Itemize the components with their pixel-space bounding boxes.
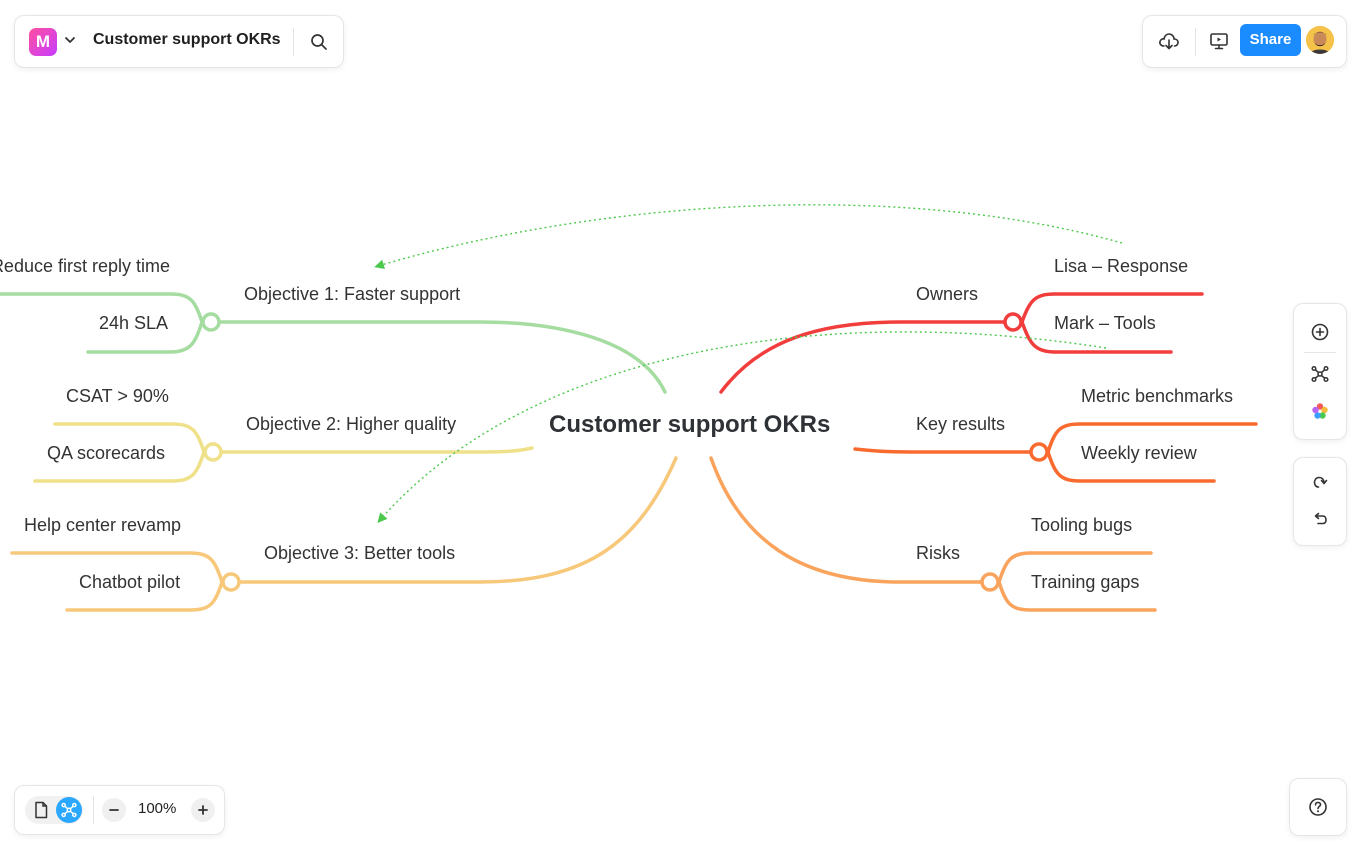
key-results-topic[interactable]: Key results (916, 414, 1006, 434)
subtopic-tooling-bugs[interactable]: Tooling bugs (1031, 515, 1133, 535)
objective-3-topic[interactable]: Objective 3: Better tools (264, 543, 456, 563)
mindmap-layout-icon[interactable] (1308, 362, 1332, 386)
subtopic-training-gaps[interactable]: Training gaps (1031, 572, 1140, 592)
right-toolbar (1293, 303, 1347, 440)
relation-arrow-tools-to-objective-3[interactable] (377, 331, 1107, 523)
color-theme-icon[interactable] (1308, 399, 1332, 423)
avatar[interactable] (1306, 26, 1334, 54)
mindmap-logo-icon[interactable]: M (29, 28, 57, 56)
risks-topic[interactable]: Risks (916, 543, 960, 563)
owners-topic[interactable]: Owners (916, 284, 979, 304)
branch-owners-lines (719, 292, 1204, 394)
objective-1-topic[interactable]: Objective 1: Faster support (244, 284, 461, 304)
subtopic-24h-sla[interactable]: 24h SLA (99, 313, 169, 333)
help-icon[interactable] (1306, 795, 1330, 819)
root-topic[interactable]: Customer support OKRs (549, 411, 831, 438)
chevron-down-icon[interactable] (63, 32, 77, 48)
divider (293, 28, 294, 56)
subtopic-csat[interactable]: CSAT > 90% (66, 386, 169, 406)
relation-arrow-owners-to-objective-1[interactable] (374, 204, 1123, 270)
outline-view-icon[interactable] (29, 798, 53, 822)
top-actions: Share (1142, 15, 1347, 68)
divider (93, 796, 94, 824)
document-title[interactable]: Customer support OKRs (93, 31, 281, 48)
presentation-icon[interactable] (1207, 29, 1231, 53)
divider (1195, 28, 1196, 56)
branch-risks-lines (709, 456, 1157, 612)
document-header: M Customer support OKRs (14, 15, 344, 68)
subtopic-reduce-first-reply-time[interactable]: Reduce first reply time (0, 256, 170, 276)
redo-icon[interactable] (1308, 470, 1332, 494)
subtopic-help-center-revamp[interactable]: Help center revamp (24, 515, 182, 535)
subtopic-lisa-response[interactable]: Lisa – Response (1054, 256, 1189, 276)
view-and-zoom-bar: 100% (14, 785, 225, 835)
branch-objective-2-lines (33, 422, 534, 483)
subtopic-mark-tools[interactable]: Mark – Tools (1054, 313, 1156, 333)
help-panel (1289, 778, 1347, 836)
objective-2-topic[interactable]: Objective 2: Higher quality (246, 414, 457, 434)
plus-icon[interactable] (191, 798, 215, 822)
history-toolbar (1293, 457, 1347, 546)
divider (1304, 352, 1336, 353)
minus-icon[interactable] (102, 798, 126, 822)
subtopic-weekly-review[interactable]: Weekly review (1081, 443, 1197, 463)
search-icon[interactable] (307, 30, 331, 54)
add-node-icon[interactable] (1308, 320, 1332, 344)
branch-key-results-lines (853, 422, 1258, 483)
share-button[interactable]: Share (1240, 24, 1301, 56)
branch-objective-1-lines (0, 292, 667, 394)
mindmap-view-icon[interactable] (56, 797, 82, 823)
undo-icon[interactable] (1308, 507, 1332, 531)
cloud-download-icon[interactable] (1157, 29, 1181, 53)
branch-objective-3-lines (10, 456, 678, 612)
subtopic-chatbot-pilot[interactable]: Chatbot pilot (79, 572, 181, 592)
subtopic-metric-benchmarks[interactable]: Metric benchmarks (1081, 386, 1234, 406)
zoom-level[interactable]: 100% (138, 800, 177, 817)
subtopic-qa-scorecards[interactable]: QA scorecards (47, 443, 166, 463)
